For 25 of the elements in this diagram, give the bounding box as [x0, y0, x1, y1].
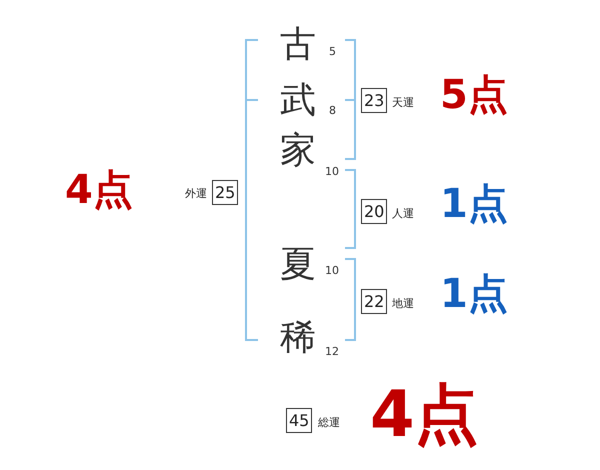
score-box: 20	[361, 199, 388, 224]
points-text: 4点	[65, 170, 133, 210]
points-text: 4点	[370, 383, 479, 447]
stroke-count: 10	[325, 265, 339, 276]
fortune-label: 外運	[185, 188, 207, 199]
score-box: 25	[212, 180, 238, 205]
name-character: 武	[280, 83, 316, 119]
points-text: 5点	[440, 75, 508, 115]
score-box: 23	[361, 88, 388, 113]
name-character: 家	[280, 133, 316, 169]
score-box: 45	[286, 408, 312, 433]
fortune-label: 人運	[392, 208, 414, 219]
points-text: 1点	[440, 184, 508, 224]
name-character: 古	[280, 27, 316, 63]
stroke-count: 5	[329, 46, 336, 57]
name-character: 稀	[280, 320, 316, 356]
name-character: 夏	[280, 247, 316, 283]
score-box: 22	[361, 289, 388, 314]
points-text: 1点	[440, 274, 508, 314]
stroke-count: 12	[325, 346, 339, 357]
fortune-label: 天運	[392, 97, 414, 108]
stroke-count: 8	[329, 105, 336, 116]
stroke-count: 10	[325, 166, 339, 177]
fortune-label: 地運	[392, 298, 414, 309]
fortune-label: 総運	[318, 417, 340, 428]
